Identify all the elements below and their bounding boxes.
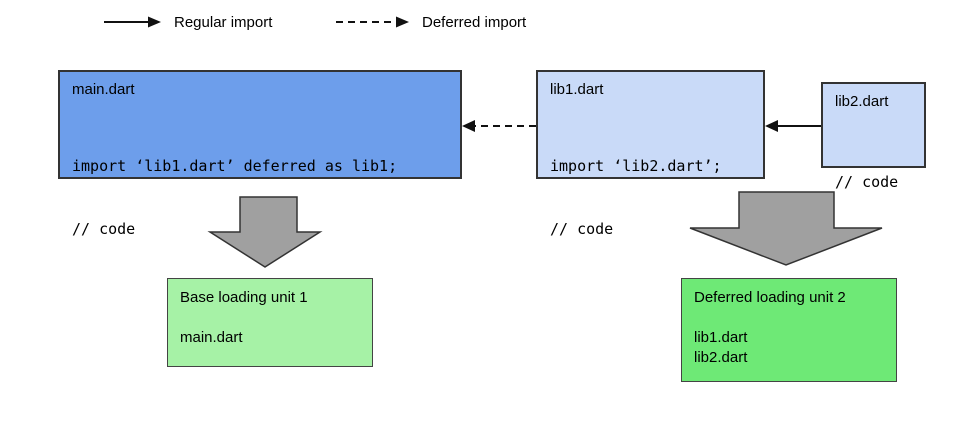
block-arrow-to-deferred-unit <box>689 191 883 266</box>
deferred-import-arrow <box>462 120 536 132</box>
legend-deferred-import: Deferred import <box>335 12 526 32</box>
file-title: lib2.dart <box>835 93 889 110</box>
regular-import-arrow <box>765 120 821 132</box>
code-line: // code <box>550 220 614 238</box>
solid-arrow-icon <box>104 16 161 28</box>
code-line: // code <box>72 220 136 238</box>
unit-file: lib2.dart <box>694 349 748 366</box>
legend-regular-import: Regular import <box>103 12 272 32</box>
file-box-main-dart: main.dart import ‘lib1.dart’ deferred as… <box>58 70 462 238</box>
block-arrow-to-base-unit <box>207 196 323 268</box>
unit-file: main.dart <box>180 329 243 346</box>
file-title: lib1.dart <box>550 81 604 98</box>
file-box-lib2-dart: lib2.dart // code <box>821 82 926 191</box>
unit-title: Deferred loading unit 2 <box>694 289 846 306</box>
code-line: import ‘lib1.dart’ deferred as lib1; <box>72 157 398 175</box>
unit-file: lib1.dart <box>694 329 748 346</box>
dashed-arrow-icon <box>336 16 409 28</box>
deferred-loading-unit-box: Deferred loading unit 2 lib1.dart lib2.d… <box>681 278 897 382</box>
code-line: import ‘lib2.dart’; <box>550 157 722 175</box>
legend-deferred-label: Deferred import <box>422 13 527 31</box>
base-loading-unit-box: Base loading unit 1 main.dart <box>167 278 373 367</box>
unit-title: Base loading unit 1 <box>180 289 308 306</box>
file-title: main.dart <box>72 81 135 98</box>
code-line: // code <box>835 173 899 191</box>
legend-regular-label: Regular import <box>174 13 273 31</box>
file-box-lib1-dart: lib1.dart import ‘lib2.dart’; // code <box>536 70 765 238</box>
